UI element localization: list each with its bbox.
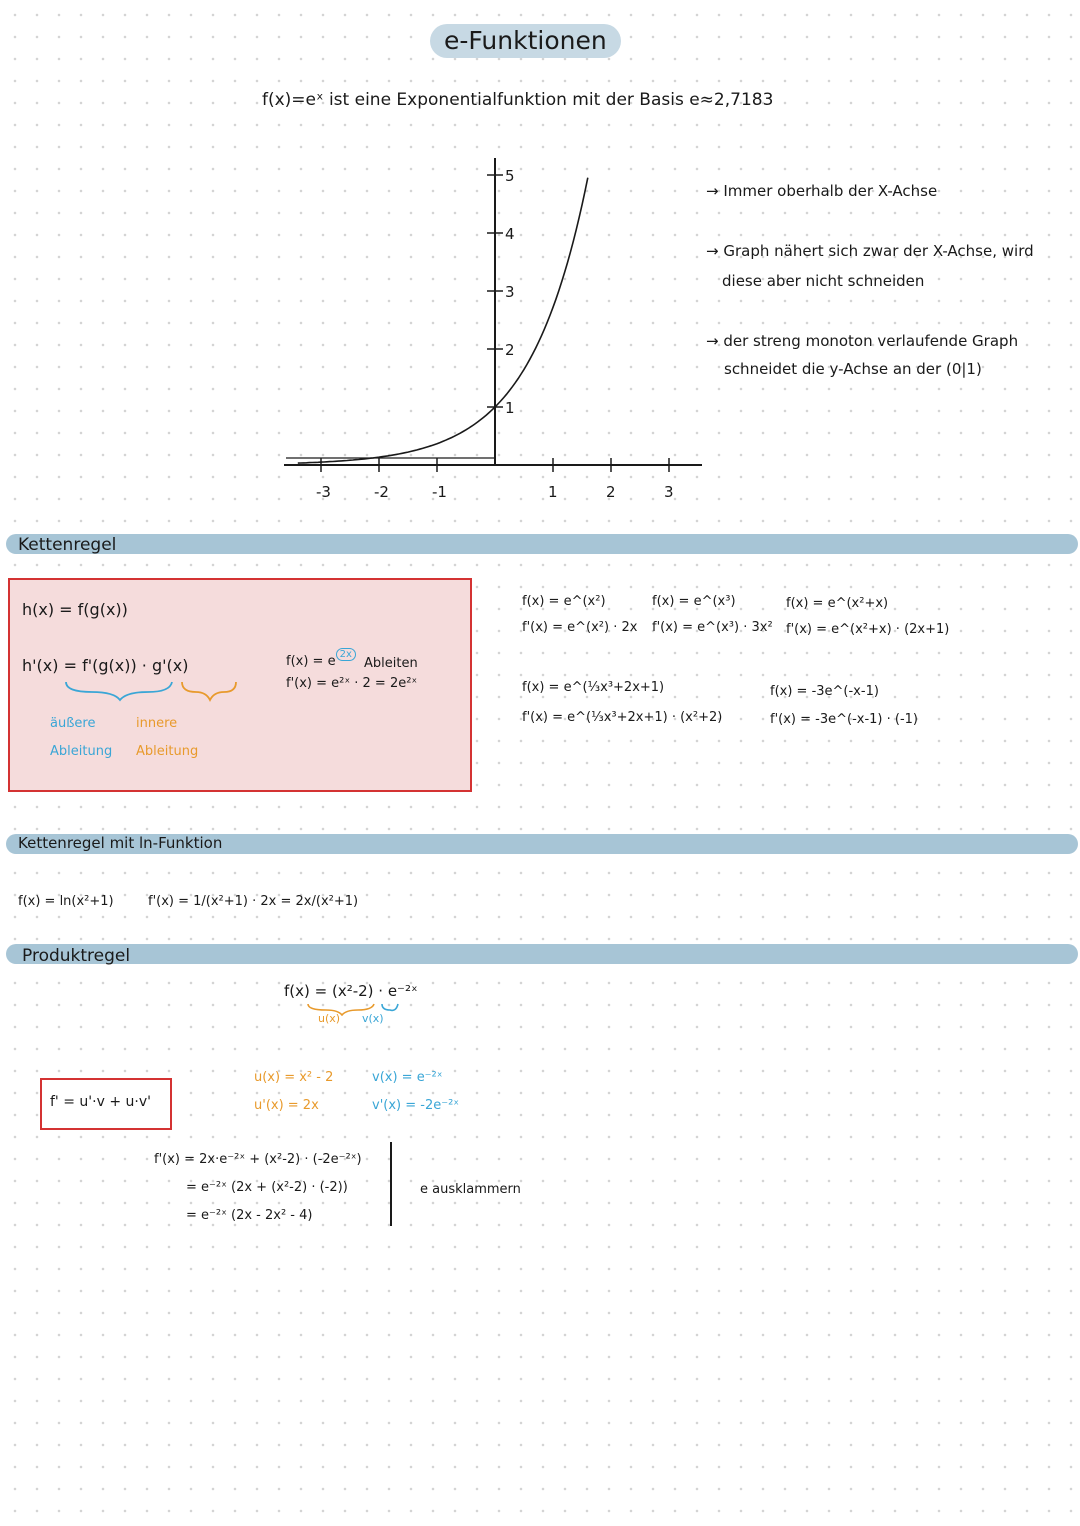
ex2-f: f(x) = e^(x³) — [652, 594, 736, 609]
y-tick-label: 1 — [505, 399, 515, 417]
ex-f-base: f(x) = e — [286, 654, 336, 669]
ex-f-exponent: 2x — [335, 648, 356, 661]
inner-label-2: Ableitung — [136, 744, 199, 759]
u-label: u(x) — [318, 1012, 341, 1025]
calc-line-2: = e⁻²ˣ (2x + (x²-2) · (-2)) — [186, 1180, 348, 1195]
heading-ln: Kettenregel mit ln-Funktion — [18, 834, 223, 852]
ex1-fprime: f'(x) = e^(x²) · 2x — [522, 620, 638, 635]
x-tick-label: 3 — [664, 483, 674, 501]
y-ticks: 1 2 3 4 5 — [487, 167, 515, 417]
y-tick-label: 2 — [505, 341, 515, 359]
x-tick-label: -2 — [374, 483, 389, 501]
intro-text: f(x)=eˣ ist eine Exponentialfunktion mit… — [262, 90, 774, 110]
y-tick-label: 5 — [505, 167, 515, 185]
divider-line — [390, 1142, 392, 1226]
section-bar-produkt — [6, 944, 1078, 964]
uprime-def: u'(x) = 2x — [254, 1098, 319, 1113]
ex5-fprime: f'(x) = -3e^(-x-1) · (-1) — [770, 712, 918, 727]
note-4: → der streng monoton verlaufende Graph — [706, 332, 1019, 350]
ex5-f: f(x) = -3e^(-x-1) — [770, 684, 879, 699]
outer-label-1: äußere — [50, 716, 96, 731]
exp-graph: -3 -2 -1 1 2 3 1 2 3 4 5 — [284, 158, 702, 501]
note-1: → Immer oberhalb der X-Achse — [706, 182, 938, 200]
x-tick-label: -3 — [316, 483, 331, 501]
y-tick-label: 4 — [505, 225, 515, 243]
ex4-fprime: f'(x) = e^(⅓x³+2x+1) · (x²+2) — [522, 710, 723, 725]
rule-h: h(x) = f(g(x)) — [22, 600, 128, 619]
page-title: e-Funktionen — [430, 24, 621, 58]
kettenregel-box: h(x) = f(g(x)) h'(x) = f'(g(x)) · g'(x) … — [8, 578, 472, 792]
produkt-rule-box: f' = u'·v + u·v' — [40, 1078, 172, 1130]
x-tick-label: 2 — [606, 483, 616, 501]
calc-line-1: f'(x) = 2x·e⁻²ˣ + (x²-2) · (-2e⁻²ˣ) — [154, 1152, 362, 1167]
note-2: → Graph nähert sich zwar der X-Achse, wi… — [706, 242, 1034, 260]
uv-braces — [307, 1003, 399, 1016]
note-5: schneidet die y-Achse an der (0|1) — [724, 360, 982, 378]
ex-fprime: f'(x) = e²ˣ · 2 = 2e²ˣ — [286, 676, 418, 691]
x-tick-label: -1 — [432, 483, 447, 501]
ln-f: f(x) = ln(x²+1) — [18, 894, 114, 909]
ausklammern-note: e ausklammern — [420, 1182, 521, 1197]
ex3-fprime: f'(x) = e^(x²+x) · (2x+1) — [786, 622, 950, 637]
heading-kettenregel: Kettenregel — [18, 535, 117, 555]
ableiten-label: Ableiten — [364, 656, 418, 671]
section-bar-ln — [6, 834, 1078, 854]
braces — [65, 681, 237, 703]
ln-fprime: f'(x) = 1/(x²+1) · 2x = 2x/(x²+1) — [148, 894, 359, 909]
produkt-rule: f' = u'·v + u·v' — [50, 1094, 151, 1110]
y-tick-label: 3 — [505, 283, 515, 301]
v-label: v(x) — [362, 1012, 384, 1025]
x-tick-label: 1 — [548, 483, 558, 501]
inner-label-1: innere — [136, 716, 178, 731]
ex3-f: f(x) = e^(x²+x) — [786, 596, 889, 611]
calc-line-3: = e⁻²ˣ (2x - 2x² - 4) — [186, 1208, 313, 1223]
ex2-fprime: f'(x) = e^(x³) · 3x² — [652, 620, 773, 635]
outer-label-2: Ableitung — [50, 744, 113, 759]
ex4-f: f(x) = e^(⅓x³+2x+1) — [522, 680, 665, 695]
v-def: v(x) = e⁻²ˣ — [372, 1070, 443, 1085]
exp-curve — [297, 177, 589, 464]
ex1-f: f(x) = e^(x²) — [522, 594, 606, 609]
u-def: u(x) = x² - 2 — [254, 1070, 334, 1085]
rule-hprime: h'(x) = f'(g(x)) · g'(x) — [22, 656, 189, 675]
produkt-f: f(x) = (x²-2) · e⁻²ˣ — [284, 982, 418, 1000]
note-3: diese aber nicht schneiden — [722, 272, 925, 290]
vprime-def: v'(x) = -2e⁻²ˣ — [372, 1098, 460, 1113]
x-ticks: -3 -2 -1 1 2 3 — [316, 458, 674, 501]
heading-produktregel: Produktregel — [22, 946, 131, 966]
section-bar-kettenregel — [6, 534, 1078, 554]
